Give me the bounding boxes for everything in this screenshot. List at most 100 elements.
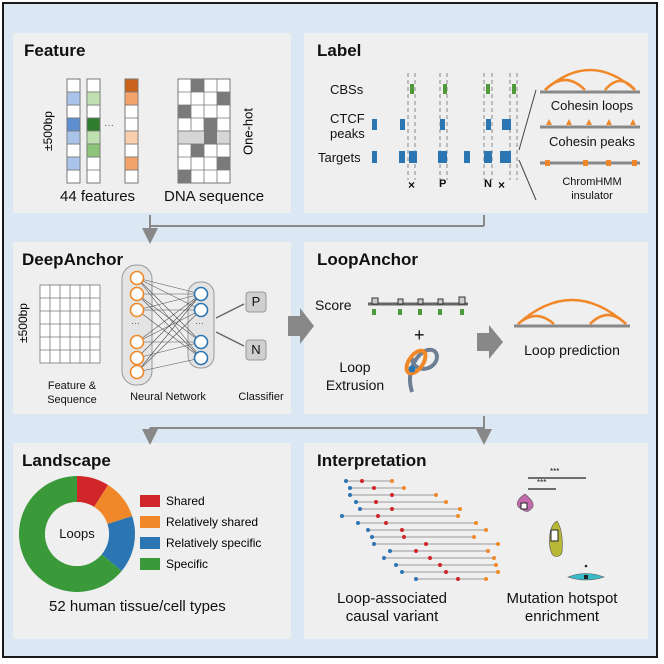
variant-point: [372, 542, 376, 546]
hotspot-violin-plot: [517, 477, 605, 581]
dna-caption: DNA sequence: [164, 188, 265, 205]
variant-point: [496, 570, 500, 574]
variant-point: [360, 479, 364, 483]
deepanchor-input-grid: [39, 284, 101, 364]
deepanchor-out-p: P: [251, 294, 261, 309]
feature-matrix-1: [66, 78, 81, 184]
variant-point: [372, 486, 376, 490]
legend-swatch: [140, 494, 160, 507]
features-caption: 44 features: [60, 188, 136, 205]
arrow-to-prediction: [477, 325, 503, 359]
legend-label: Shared: [166, 493, 205, 508]
connector-row1-row2: [142, 215, 485, 244]
plus-sign: +: [414, 325, 425, 345]
neural-network: [121, 264, 267, 386]
mark-x1: ×: [408, 178, 416, 192]
variant-point: [374, 500, 378, 504]
variant-point: [356, 521, 360, 525]
chromhmm-label: ChromHMM insulator: [562, 176, 622, 202]
loop-extrusion-icon: [404, 347, 439, 393]
deepanchor-input-caption: Feature & Sequence: [47, 380, 97, 406]
variant-point: [444, 500, 448, 504]
mark-n: N: [484, 178, 492, 190]
interpretation-panel: [304, 443, 648, 639]
extrusion-label: Loop Extrusion: [325, 359, 385, 393]
variant-point: [390, 493, 394, 497]
variant-point: [456, 514, 460, 518]
variant-point: [444, 570, 448, 574]
variant-point: [390, 479, 394, 483]
variant-point: [472, 535, 476, 539]
variant-point: [348, 493, 352, 497]
variant-point: [390, 507, 394, 511]
donut-segment: [101, 516, 135, 571]
landscape-title: Landscape: [22, 451, 111, 470]
variant-point: [366, 528, 370, 532]
feature-ellipsis: ···: [104, 120, 114, 131]
sig-label-2: ***: [537, 478, 547, 487]
variant-point: [344, 479, 348, 483]
network-dots-1: ···: [131, 318, 140, 328]
donut-segment: [18, 475, 122, 593]
legend-item: Specific: [140, 555, 208, 573]
landscape-caption: 52 human tissue/cell types: [49, 598, 226, 615]
label-row-ctcf: CTCF peaks: [330, 111, 365, 141]
legend-item: Relatively shared: [140, 513, 258, 531]
variant-point: [484, 577, 488, 581]
feature-panel: [13, 33, 291, 213]
variant-point: [384, 521, 388, 525]
variant-point: [414, 577, 418, 581]
variant-point: [474, 521, 478, 525]
targets-track: [372, 151, 511, 163]
deepanchor-network-caption: Neural Network: [130, 391, 206, 403]
loopanchor-title: LoopAnchor: [317, 250, 419, 269]
feature-matrix-3: [124, 78, 139, 184]
cohesin-loops-label: Cohesin loops: [550, 98, 634, 113]
connector-row2-row3: [142, 416, 492, 445]
score-track: [368, 296, 468, 315]
variant-point: [414, 549, 418, 553]
variant-point: [424, 542, 428, 546]
dna-onehot-grid: [177, 78, 231, 184]
donut-hole: [45, 502, 109, 566]
legend-item: Shared: [140, 492, 205, 510]
causal-variant-plot: [340, 479, 500, 581]
deepanchor-bp-label: ±500bp: [16, 303, 30, 343]
variant-point: [456, 577, 460, 581]
mark-p: P: [439, 178, 447, 190]
variant-point: [388, 549, 392, 553]
ctcf-track: [372, 119, 511, 130]
label-guide-lines: [407, 73, 518, 180]
variant-point: [340, 514, 344, 518]
mark-x2: ×: [498, 178, 506, 192]
score-label: Score: [315, 297, 352, 313]
feature-matrix-2: [86, 78, 101, 184]
legend-label: Relatively specific: [166, 535, 262, 550]
variant-point: [402, 535, 406, 539]
variant-point: [354, 500, 358, 504]
variant-point: [492, 556, 496, 560]
sig-label-1: ***: [550, 467, 560, 476]
hotspot-caption: Mutation hotspot enrichment: [506, 590, 618, 625]
variant-point: [434, 493, 438, 497]
legend-label: Relatively shared: [166, 514, 259, 529]
deepanchor-title: DeepAnchor: [22, 250, 124, 269]
cohesin-loops-track: [540, 68, 640, 94]
variant-point: [370, 535, 374, 539]
arrow-deepanchor-to-loopanchor: [288, 308, 314, 344]
loop-prediction-icon: [514, 298, 630, 328]
variant-point: [382, 556, 386, 560]
interpretation-title: Interpretation: [317, 451, 427, 470]
deepanchor-out-n: N: [251, 342, 261, 357]
variant-point: [496, 542, 500, 546]
loops-donut-chart: [18, 475, 135, 593]
variant-point: [438, 563, 442, 567]
variant-point: [376, 514, 380, 518]
cohesin-peaks-label: Cohesin peaks: [549, 134, 635, 149]
donut-segment: [94, 485, 133, 525]
variant-point: [400, 570, 404, 574]
variant-caption: Loop-associated causal variant: [336, 590, 448, 625]
loopanchor-panel: [304, 242, 648, 414]
label-title: Label: [317, 41, 362, 60]
